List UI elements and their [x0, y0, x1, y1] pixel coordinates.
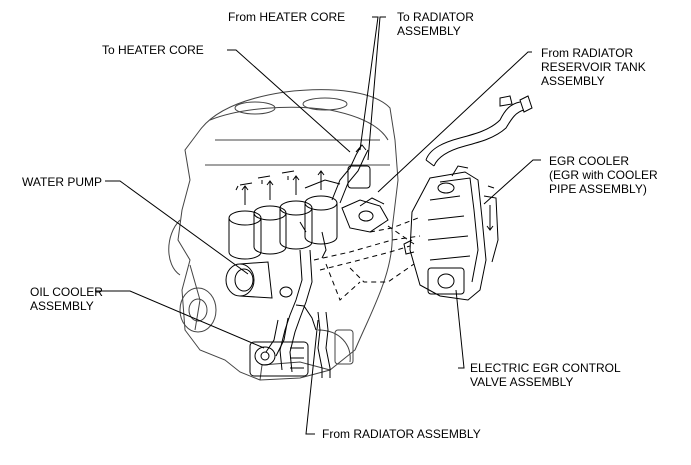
label-egr-cooler-line-3: PIPE ASSEMBLY) — [549, 182, 647, 196]
label-egr-valve-line-1: ELECTRIC EGR CONTROL — [470, 361, 621, 375]
cylinder-liners — [228, 195, 338, 260]
label-to-radiator-line-1: To RADIATOR — [397, 10, 474, 24]
egr-assembly — [403, 165, 499, 301]
label-reservoir-line-3: ASSEMBLY — [541, 74, 605, 88]
label-reservoir-line-2: RESERVOIR TANK — [541, 60, 646, 74]
label-water-pump: WATER PUMP — [22, 175, 102, 189]
label-electric-egr-control-valve: ELECTRIC EGR CONTROL VALVE ASSEMBLY — [470, 361, 621, 389]
label-from-radiator-assembly: From RADIATOR ASSEMBLY — [322, 427, 481, 441]
coolant-pipes — [265, 221, 331, 378]
label-oil-cooler-assembly: OIL COOLER ASSEMBLY — [30, 285, 103, 313]
label-to-radiator-line-2: ASSEMBLY — [397, 24, 461, 38]
label-egr-cooler-line-1: EGR COOLER — [549, 154, 630, 168]
label-oil-cooler-line-2: ASSEMBLY — [30, 299, 94, 313]
label-from-radiator-reservoir-tank: From RADIATOR RESERVOIR TANK ASSEMBLY — [541, 46, 646, 88]
label-to-heater-core: To HEATER CORE — [102, 43, 204, 57]
label-reservoir-line-1: From RADIATOR — [541, 46, 634, 60]
egr-flow-arrows — [486, 205, 494, 231]
dashed-hose-routing — [313, 217, 421, 301]
thermostat-hoses — [304, 144, 389, 233]
label-oil-cooler-line-1: OIL COOLER — [30, 285, 103, 299]
label-egr-cooler-line-2: (EGR with COOLER — [549, 168, 658, 182]
water-pump — [225, 261, 293, 299]
engine-block — [168, 89, 399, 381]
oil-cooler — [249, 341, 309, 377]
label-to-radiator-assembly: To RADIATOR ASSEMBLY — [397, 10, 474, 38]
leader-lines — [95, 16, 541, 435]
coolant-flow-arrows — [235, 170, 325, 205]
reservoir-hose — [425, 95, 533, 167]
label-egr-valve-line-2: VALVE ASSEMBLY — [470, 375, 574, 389]
label-from-heater-core: From HEATER CORE — [228, 10, 346, 24]
label-egr-cooler: EGR COOLER (EGR with COOLER PIPE ASSEMBL… — [549, 154, 658, 196]
